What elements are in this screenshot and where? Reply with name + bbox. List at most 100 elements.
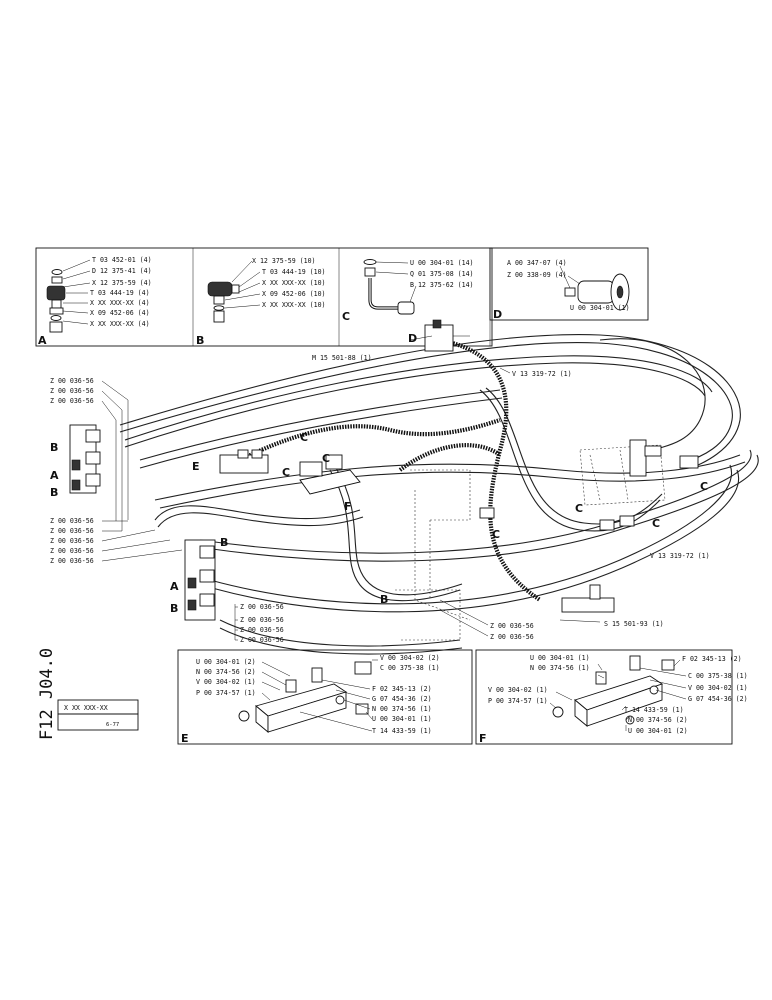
hose-label-l4: Z 00 036-56	[50, 517, 94, 525]
inset-f-part-2: N 00 374-56 (1)	[530, 664, 590, 672]
inset-f-part-11: U 00 304-01 (2)	[628, 727, 688, 735]
inset-b-part-3: X XX XXX-XX (10)	[262, 279, 326, 287]
inset-strip-bottom	[177, 649, 733, 745]
inset-f-part-4: C 00 375-38 (1)	[688, 672, 748, 680]
callout-a-1: A	[50, 469, 59, 482]
braided-hose-middle	[398, 443, 502, 472]
hose-label-r1: Z 00 036-56	[490, 622, 534, 630]
inset-b-part-1: X 12 375-59 (10)	[252, 257, 316, 265]
sheet-code: F12 J04.0	[37, 648, 57, 740]
inset-b-drawing	[207, 281, 240, 323]
inset-c-part-2: Q 01 375-08 (14)	[410, 270, 474, 278]
inset-a-part-1: T 03 452-01 (4)	[92, 256, 152, 264]
callout-c-5: C	[575, 502, 583, 515]
inset-b: X 12 375-59 (10) T 03 444-19 (10) X XX X…	[196, 257, 326, 347]
callout-b-5: B	[380, 593, 388, 606]
hose-label-l1: Z 00 036-56	[50, 377, 94, 385]
inset-f-letter: F	[479, 732, 487, 745]
inset-a-part-7: X XX XXX-XX (4)	[90, 320, 150, 328]
inset-a: T 03 452-01 (4) D 12 375-41 (4) X 12 375…	[38, 256, 152, 347]
inset-c-part-1: U 00 304-01 (14)	[410, 259, 474, 267]
inset-d-letter: D	[493, 308, 502, 321]
inset-c-letter: C	[342, 310, 350, 323]
inset-d-part-3: U 00 304-01 (1)	[570, 304, 630, 312]
hose-label-v-upper: V 13 319-72 (1)	[512, 370, 572, 378]
inset-e-part-8: G 07 454-36 (2)	[372, 695, 432, 703]
inset-c-drawing	[363, 259, 415, 315]
hose-loops	[119, 334, 759, 655]
callout-e: E	[192, 460, 200, 473]
inset-a-letter: A	[38, 334, 47, 347]
callout-a-2: A	[170, 580, 179, 593]
inset-b-letter: B	[196, 334, 204, 347]
sheet-date: 6-77	[106, 722, 119, 728]
hose-label-l3: Z 00 036-56	[50, 397, 94, 405]
inset-strip-frame	[35, 247, 493, 347]
inset-e-part-6: C 00 375-38 (1)	[380, 664, 440, 672]
inset-e-frame	[177, 649, 473, 745]
callout-c-3: C	[322, 452, 330, 465]
inset-e: U 00 304-01 (2) N 00 374-56 (2) V 00 304…	[181, 654, 440, 745]
inset-d-part-1: A 00 347-07 (4)	[507, 259, 567, 267]
braided-hose-lower	[239, 418, 501, 462]
hose-label-c3: Z 00 036-56	[240, 626, 284, 634]
inset-e-part-2: N 00 374-56 (2)	[196, 668, 256, 676]
hose-label-l5: Z 00 036-56	[50, 527, 94, 535]
valve-label-m: M 15 501-88 (1)	[312, 354, 372, 362]
inset-d-frame	[489, 247, 649, 321]
hose-label-c4: Z 00 036-56	[240, 636, 284, 644]
valve-label-s: S 15 501-93 (1)	[604, 620, 664, 628]
hose-label-v-lower: V 13 319-72 (1)	[650, 552, 710, 560]
inset-b-part-5: X XX XXX-XX (10)	[262, 301, 326, 309]
inset-f-part-7: V 00 304-02 (1)	[488, 686, 548, 694]
inset-strip-top	[35, 247, 649, 347]
inset-e-letter: E	[181, 732, 189, 745]
inset-e-part-7: F 02 345-13 (2)	[372, 685, 432, 693]
hose-label-l2: Z 00 036-56	[50, 387, 94, 395]
inset-f: U 00 304-01 (1) N 00 374-56 (1) F 02 345…	[479, 654, 748, 745]
hose-label-c1: Z 00 036-56	[240, 603, 284, 611]
inset-f-part-3: F 02 345-13 (2)	[682, 655, 742, 663]
inset-f-drawing	[552, 655, 675, 727]
inset-b-part-4: X 09 452-06 (10)	[262, 290, 326, 298]
inset-e-part-3: V 00 304-02 (1)	[196, 678, 256, 686]
inset-e-part-9: N 00 374-56 (1)	[372, 705, 432, 713]
inset-f-part-10: N 00 374-56 (2)	[628, 716, 688, 724]
inset-e-part-10: U 00 304-01 (1)	[372, 715, 432, 723]
inset-d: A 00 347-07 (4) Z 00 338-09 (4) U 00 304…	[493, 259, 630, 321]
inset-a-part-3: X 12 375-59 (4)	[92, 279, 152, 287]
callout-b-1: B	[50, 441, 58, 454]
callout-b-2: B	[50, 486, 58, 499]
inset-f-part-9: T 14 433-59 (1)	[624, 706, 684, 714]
hose-label-l6: Z 00 036-56	[50, 537, 94, 545]
inset-a-part-6: X 09 452-06 (4)	[90, 309, 150, 317]
valve-d	[424, 319, 470, 352]
callout-b-4: B	[220, 536, 228, 549]
inset-e-part-5: V 00 304-02 (2)	[380, 654, 440, 662]
valve-bank-left-lower	[184, 539, 216, 621]
inset-f-part-1: U 00 304-01 (1)	[530, 654, 590, 662]
inset-c: U 00 304-01 (14) Q 01 375-08 (14) B 12 3…	[342, 259, 474, 323]
inset-a-drawing	[46, 269, 66, 333]
hose-label-c2: Z 00 036-56	[240, 616, 284, 624]
callout-c-2: C	[282, 466, 290, 479]
inset-f-frame	[475, 649, 733, 745]
hose-label-r2: Z 00 036-56	[490, 633, 534, 641]
sheet-id: F12 J04.0 X XX XXX-XX 6-77	[37, 648, 139, 740]
hose-label-leaders	[101, 335, 601, 641]
callout-c-7: C	[700, 480, 708, 493]
inset-d-part-2: Z 00 338-09 (4)	[507, 271, 567, 279]
callout-c-1: C	[300, 431, 308, 444]
inset-a-part-5: X XX XXX-XX (4)	[90, 299, 150, 307]
inset-c-part-3: B 12 375-62 (14)	[410, 281, 474, 289]
inset-a-part-2: D 12 375-41 (4)	[92, 267, 152, 275]
manifold-f	[299, 454, 361, 495]
hose-label-l8: Z 00 036-56	[50, 557, 94, 565]
inset-b-part-2: T 03 444-19 (10)	[262, 268, 326, 276]
valve-cluster-right	[479, 439, 699, 613]
main-assembly: Z 00 036-56 Z 00 036-56 Z 00 036-56 Z 00…	[50, 319, 759, 655]
inset-f-part-5: V 00 304-02 (1)	[688, 684, 748, 692]
callout-f: F	[344, 500, 352, 513]
inset-e-part-11: T 14 433-59 (1)	[372, 727, 432, 735]
